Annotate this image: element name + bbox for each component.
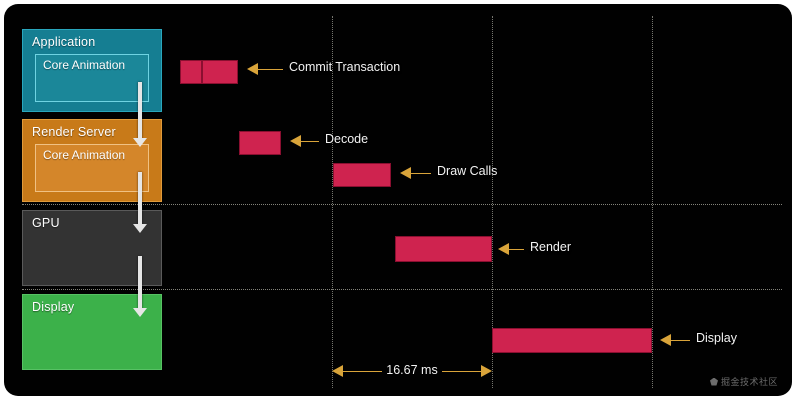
callout-line-display (670, 340, 690, 341)
layer-application-inner: Core Animation (35, 54, 149, 102)
layer-application[interactable]: Application Core Animation (22, 29, 162, 112)
gridline-vertical-1 (332, 16, 333, 388)
callout-line-commit-transaction (257, 69, 283, 70)
layer-display-label: Display (32, 300, 75, 314)
bar-draw-calls[interactable] (333, 163, 391, 187)
watermark-text: 掘金技术社区 (720, 377, 778, 387)
layer-application-label: Application (32, 35, 96, 49)
callout-label-draw-calls: Draw Calls (437, 164, 498, 178)
callout-arrow-commit-transaction (247, 63, 258, 75)
flow-arrow-gpu-to-display (133, 308, 147, 317)
watermark: 掘金技术社区 (709, 375, 778, 388)
flow-line-application-to-render-server (138, 82, 142, 140)
callout-arrow-render (498, 243, 509, 255)
callout-arrow-display (660, 334, 671, 346)
callout-label-commit-transaction: Commit Transaction (289, 60, 401, 74)
layer-gpu-label: GPU (32, 216, 60, 230)
gridline-horizontal-2 (22, 289, 782, 290)
gridline-vertical-3 (652, 16, 653, 388)
frame-duration-measure: 16.67 ms (332, 361, 492, 380)
slide-canvas: Application Core Animation Render Server… (4, 4, 792, 396)
bar-decode[interactable] (239, 131, 281, 155)
flow-arrow-application-to-render-server (133, 138, 147, 147)
callout-label-display: Display (696, 331, 737, 345)
bar-render[interactable] (395, 236, 492, 262)
callout-arrow-decode (290, 135, 301, 147)
callout-arrow-draw-calls (400, 167, 411, 179)
bar-commit-transaction-segment-2[interactable] (202, 60, 238, 84)
callout-line-decode (300, 141, 319, 142)
callout-label-render: Render (530, 240, 571, 254)
measure-arrow-left (332, 365, 343, 377)
flow-arrow-render-server-to-gpu (133, 224, 147, 233)
layer-render-server-inner-label: Core Animation (43, 148, 126, 162)
bar-display[interactable] (492, 328, 652, 353)
gridline-horizontal-1 (22, 204, 782, 205)
gridline-vertical-2 (492, 16, 493, 388)
measure-label-wrap: 16.67 ms (370, 361, 454, 379)
bar-commit-transaction-segment-1[interactable] (180, 60, 202, 84)
flow-line-render-server-to-gpu (138, 172, 142, 226)
flow-line-gpu-to-display (138, 256, 142, 310)
callout-line-draw-calls (410, 173, 431, 174)
watermark-logo-icon (709, 377, 718, 386)
layer-application-inner-label: Core Animation (43, 58, 126, 72)
layer-render-server-label: Render Server (32, 125, 116, 139)
layer-render-server-inner: Core Animation (35, 144, 149, 192)
measure-arrow-right (481, 365, 492, 377)
callout-label-decode: Decode (325, 132, 369, 146)
callout-line-render (508, 249, 524, 250)
measure-label: 16.67 ms (382, 363, 442, 377)
